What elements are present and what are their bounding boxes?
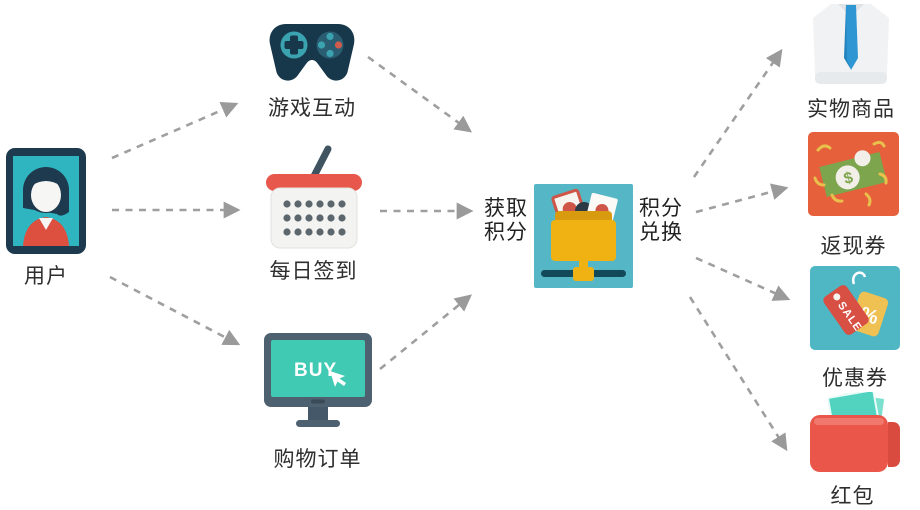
wallet-icon [810, 392, 900, 472]
arrow-points-to-cashback [695, 183, 789, 214]
arrow-points-to-coupon [695, 256, 791, 301]
coupon-label: 优惠券 [822, 367, 888, 390]
arrow-user-to-game [111, 101, 239, 160]
node-redpacket: 红包 [804, 392, 901, 510]
arrow-points-to-redpacket [688, 296, 788, 452]
dollar-symbol: $ [842, 169, 855, 188]
node-cashback: $ 返现券 [808, 132, 899, 260]
arrow-order-to-points [379, 294, 472, 371]
node-points [534, 184, 633, 288]
cash-note-icon: $ [808, 132, 899, 216]
redpacket-label: 红包 [830, 485, 875, 508]
shirt-tie-icon [813, 4, 889, 84]
node-user: 用户 [0, 148, 92, 290]
cashback-label: 返现券 [820, 235, 887, 258]
calendar-checkin-icon [265, 145, 362, 249]
goods-label: 实物商品 [807, 98, 895, 121]
user-avatar-icon [6, 148, 86, 254]
user-label: 用户 [24, 265, 68, 288]
arrow-points-to-goods [692, 48, 783, 178]
order-label: 购物订单 [273, 448, 362, 471]
arrow-user-to-order [109, 275, 241, 346]
arrow-game-to-points [367, 55, 473, 133]
node-coupon: % SALE 优惠券 [810, 266, 900, 392]
buy-screen-text: BUY [294, 360, 337, 381]
points-folder-icon [541, 188, 626, 281]
game-label: 游戏互动 [268, 97, 356, 120]
node-checkin: 每日签到 [256, 144, 371, 285]
gamepad-icon [269, 24, 355, 81]
node-order: BUY 购物订单 [260, 333, 375, 473]
node-game: 游戏互动 [252, 20, 372, 122]
points-redeem-label: 积分 兑换 [639, 197, 683, 244]
checkin-label: 每日签到 [269, 260, 358, 283]
sale-tags-icon: % SALE [810, 266, 900, 350]
node-goods: 实物商品 [800, 2, 902, 123]
buy-monitor-icon: BUY [263, 333, 372, 427]
points-earn-label: 获取 积分 [484, 197, 528, 244]
